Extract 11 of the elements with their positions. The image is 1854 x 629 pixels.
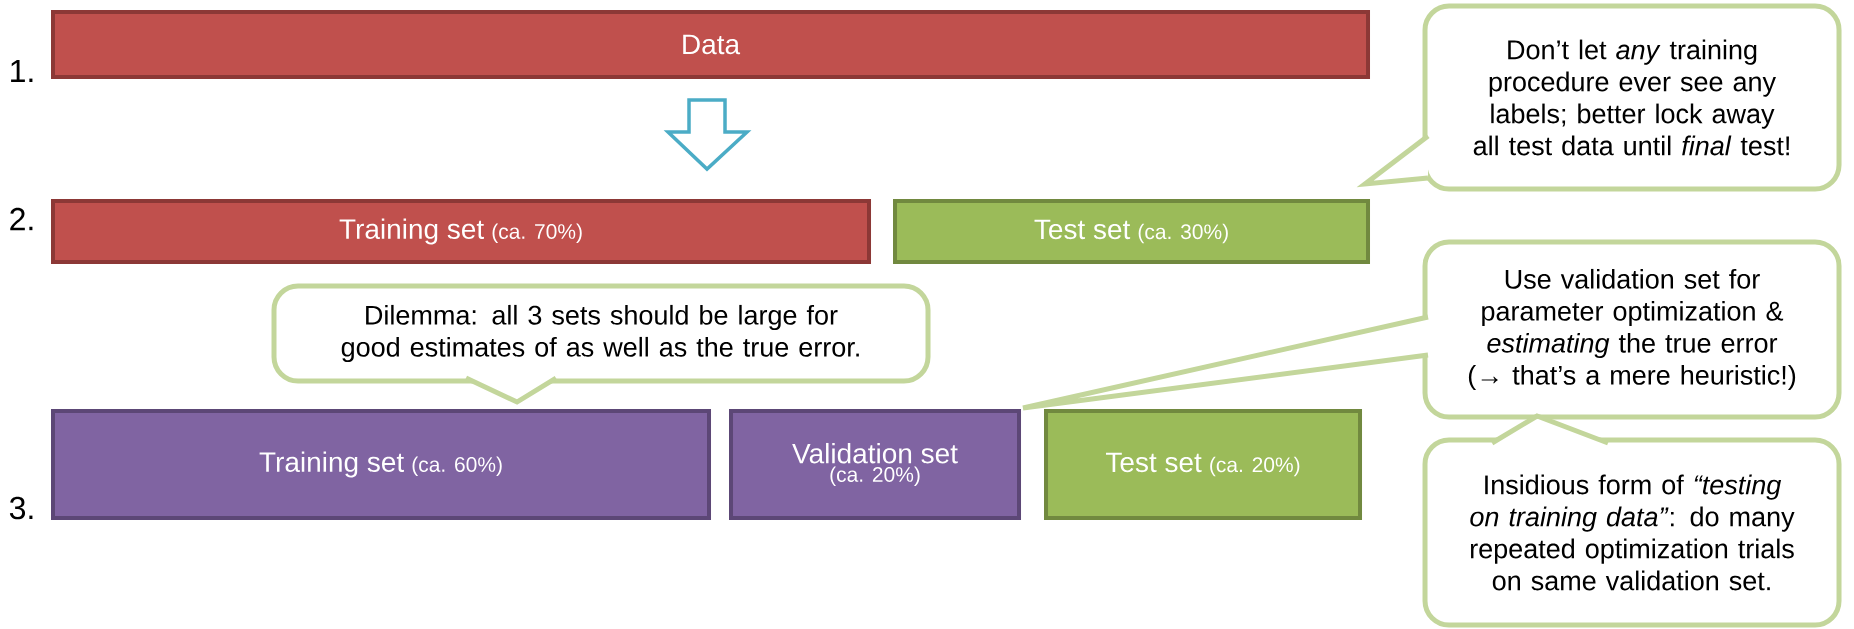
block-arrow	[663, 98, 752, 172]
row-number: 1.	[11, 60, 33, 82]
data-bar: Test set (ca. 30%)	[893, 199, 1370, 264]
speech-bubble: Insidious form of “testing on training data”: do many repeated optimization trials on same validation set.	[1422, 413, 1842, 628]
data-bar: Training set (ca. 60%)	[51, 409, 711, 520]
data-bar: Training set (ca. 70%)	[51, 199, 871, 264]
speech-bubble: Dilemma: all 3 sets should be large for good estimates of as well as the true error.	[271, 283, 931, 405]
data-bar: Test set (ca. 20%)	[1044, 409, 1362, 520]
speech-bubble: Don’t let any training procedure ever see any labels; better lock away all test data until final test!	[1356, 3, 1842, 192]
data-bar: Validation set (ca. 20%)	[729, 409, 1021, 520]
data-bar: Data	[51, 10, 1370, 79]
